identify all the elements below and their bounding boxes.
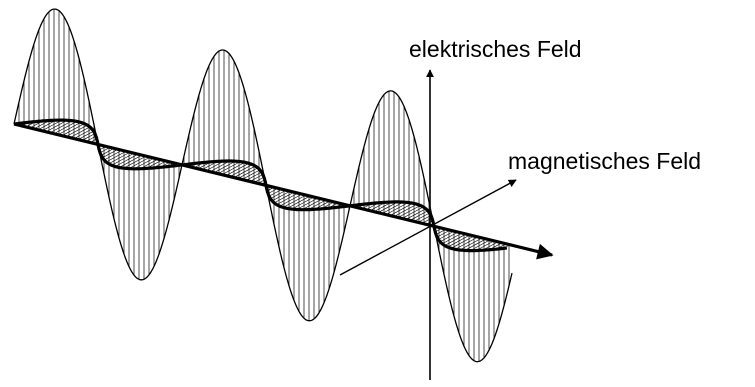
magnetic-hatch-line <box>455 236 479 250</box>
magnetic-hatch-line <box>128 156 151 169</box>
magnetic-hatch-line <box>57 122 81 135</box>
magnetic-hatch-line <box>221 162 245 175</box>
magnetic-field-label: magnetisches Feld <box>508 148 702 174</box>
magnetic-hatch-line <box>100 148 115 156</box>
magnetic-hatch-line <box>123 155 147 169</box>
propagation-axis <box>13 122 554 260</box>
magnetic-hatch-line <box>470 239 491 251</box>
magnetic-hatch-line <box>103 150 123 161</box>
magnetic-hatch-line <box>405 208 426 220</box>
magnetic-hatch-line <box>108 151 131 165</box>
magnetic-hatch-line <box>413 212 430 222</box>
magnetic-hatch-line <box>241 169 261 180</box>
magnetic-hatch-line <box>276 192 299 205</box>
magnetic-hatch-line <box>134 157 155 170</box>
magnetic-hatch-line <box>106 151 127 163</box>
magnetic-hatch-line <box>436 229 451 238</box>
magnetic-hatch-line <box>81 133 96 141</box>
magnetic-hatch-line <box>111 152 135 166</box>
magnetic-hatch-line <box>217 161 241 174</box>
magnetic-hatch-line <box>102 149 119 158</box>
electric-field-label: elektrisches Feld <box>409 36 582 62</box>
magnetic-hatch-line <box>439 231 459 243</box>
magnetic-hatch-line <box>268 188 283 197</box>
magnetic-hatch-line <box>49 120 73 134</box>
magnetic-hatch-line <box>291 196 315 210</box>
magnetic-hatch-line <box>225 163 249 176</box>
magnetic-hatch-line <box>233 165 256 178</box>
magnetic-hatch-line <box>296 197 319 210</box>
magnetic-hatch-line <box>283 194 307 208</box>
magnetic-hatch-line <box>459 237 483 251</box>
magnetic-hatch-line <box>389 202 413 216</box>
magnetic-axis <box>339 179 517 276</box>
magnetic-hatch-line <box>237 167 258 179</box>
magnetic-hatch-line <box>77 130 94 140</box>
magnetic-hatch-line <box>229 164 253 177</box>
magnetic-hatch-line <box>213 160 236 173</box>
magnetic-hatch-line <box>279 193 303 207</box>
magnetic-hatch-line <box>302 198 323 210</box>
magnetic-hatch-line <box>53 121 77 135</box>
magnetic-hatch-line <box>377 201 398 213</box>
magnetic-hatch-line <box>119 154 143 168</box>
magnetic-hatch-line <box>209 160 230 172</box>
magnetic-hatch-line <box>270 189 287 199</box>
magnetic-hatch-line <box>397 205 421 218</box>
magnetic-hatch-line <box>401 206 424 219</box>
magnetic-hatch-line <box>287 195 311 209</box>
magnetic-hatch-line <box>73 128 93 139</box>
magnetic-hatch-line <box>385 202 409 215</box>
magnetic-hatch-line <box>274 191 295 204</box>
magnetic-hatch-line <box>249 174 264 182</box>
magnetic-hatch-line <box>41 119 62 132</box>
magnetic-hatch-line <box>393 203 417 217</box>
magnetic-hatch-line <box>464 238 487 251</box>
magnetic-hatch-line <box>65 124 88 137</box>
magnetic-hatch-line <box>438 230 455 240</box>
magnetic-hatch-line <box>451 235 475 249</box>
magnetic-hatch-line <box>442 232 463 245</box>
magnetic-hatch-line <box>417 215 432 223</box>
magnetic-hatch-line <box>115 153 139 167</box>
magnetic-hatch-line <box>447 234 471 248</box>
magnetic-hatch-line <box>61 123 85 136</box>
magnetic-hatch-line <box>45 120 68 133</box>
magnetic-hatch-line <box>69 126 90 138</box>
magnetic-hatch-line <box>245 171 262 181</box>
magnetic-hatch-line <box>444 233 467 246</box>
magnetic-hatch-line <box>381 201 404 214</box>
magnetic-hatch-line <box>409 210 429 221</box>
magnetic-hatch-line <box>271 190 291 202</box>
